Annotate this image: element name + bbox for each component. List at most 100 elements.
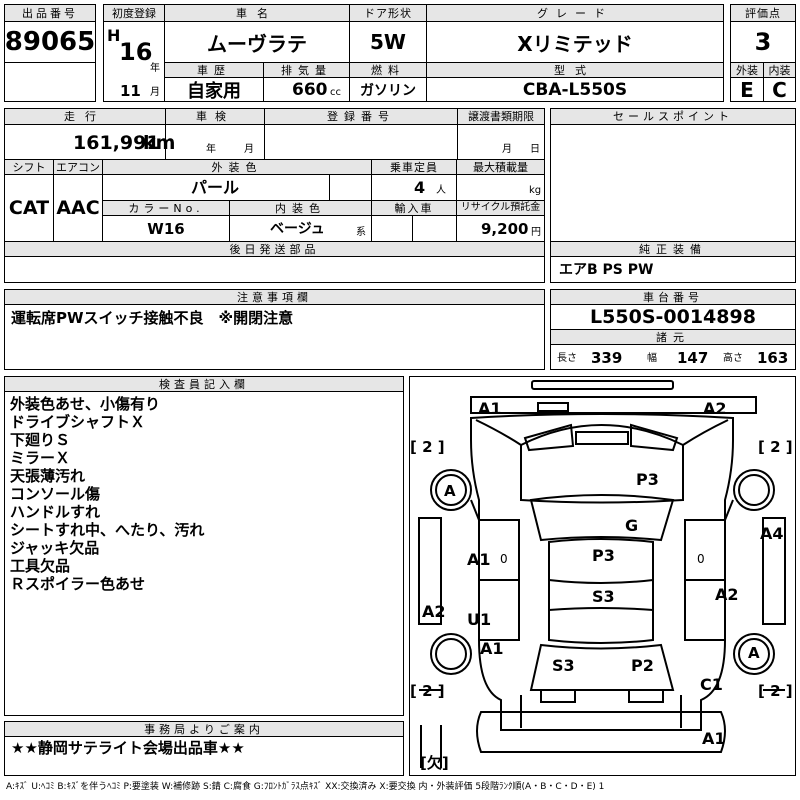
- recycle-header: リサイクル預託金: [456, 200, 545, 216]
- bracket-label: [ 2 ]: [410, 438, 445, 456]
- era: H: [107, 26, 121, 45]
- note-line: 下廻りＳ: [10, 431, 71, 449]
- capacity: 4: [414, 178, 426, 197]
- capacity-box: 4 人: [371, 174, 457, 201]
- history: 自家用: [164, 77, 264, 102]
- caution-box: 運転席PWスイッチ接触不良 ※開閉注意: [4, 304, 545, 370]
- deadline-header: 譲渡書類期限: [457, 108, 545, 125]
- first-reg-header: 初度登録: [103, 4, 165, 22]
- exterior-grade: E: [730, 77, 764, 102]
- damage-label: G: [625, 516, 639, 535]
- legend: A:ｷｽﾞ U:ﾍｺﾐ B:ｷｽﾞを伴うﾍｺﾐ P:要塗装 W:補修跡 S:錆 …: [6, 782, 605, 792]
- import-box-1: [371, 215, 413, 242]
- note-line: Ｒスポイラー色あせ: [10, 575, 146, 593]
- int-color-box: ベージュ 系: [229, 215, 372, 242]
- bracket-label: [欠]: [420, 754, 449, 772]
- sales-point-box: [550, 124, 796, 242]
- recycle-box: 9,200 円: [456, 215, 545, 242]
- ext-color-box: パール: [102, 174, 330, 201]
- max-load-header: 最大積載量: [456, 159, 545, 175]
- shift-header: シフト: [4, 159, 54, 175]
- month-unit: 月: [150, 87, 160, 98]
- caution-text: 運転席PWスイッチ接触不良 ※開閉注意: [11, 309, 294, 327]
- mileage-unit: km: [143, 132, 176, 154]
- damage-label: P3: [636, 470, 659, 489]
- office-header: 事務局よりご案内: [4, 721, 404, 737]
- caution-header: 注意事項欄: [4, 289, 545, 305]
- inspection-box: 年 月: [165, 124, 265, 160]
- int-color-header: 内装色: [229, 200, 372, 216]
- damage-label: A1: [478, 399, 502, 418]
- note-line: ジャッキ欠品: [10, 539, 100, 557]
- reg-no-header: 登録番号: [264, 108, 458, 125]
- height-label: 高さ: [723, 353, 743, 364]
- dimensions-header: 諸元: [550, 329, 796, 345]
- inspector-notes: 外装色あせ、小傷有り ドライブシャフトＸ 下廻りＳ ミラーＸ 天張薄汚れ コンソ…: [4, 391, 404, 716]
- deadline-box: 月 日: [457, 124, 545, 160]
- genuine-equipment: エアB PS PW: [559, 262, 654, 278]
- note-line: ミラーＸ: [10, 449, 71, 467]
- int-color: ベージュ: [270, 221, 325, 237]
- import-box-2: [412, 215, 457, 242]
- aircon: AAC: [53, 174, 103, 242]
- width-label: 幅: [647, 353, 657, 364]
- later-parts-box: [4, 256, 545, 283]
- door-header: ドア形状: [349, 4, 427, 22]
- note-line: 工具欠品: [10, 557, 71, 575]
- mileage-header: 走行: [4, 108, 166, 125]
- capacity-header: 乗車定員: [371, 159, 457, 175]
- note-line: シートすれ中、へたり、汚れ: [10, 521, 205, 539]
- ext-color-blank: [329, 174, 372, 201]
- displacement-header: 排気量: [263, 62, 350, 78]
- color-no: W16: [102, 215, 230, 242]
- sales-point-header: セールスポイント: [550, 108, 796, 125]
- mileage: 161,991: [73, 132, 160, 154]
- door-type: 5W: [349, 21, 427, 63]
- genuine-box: エアB PS PW: [550, 256, 796, 283]
- damage-label: A4: [760, 524, 784, 543]
- displacement-box: 660 cc: [263, 77, 350, 102]
- inspection-header: 車検: [165, 108, 265, 125]
- ext-color-header: 外装色: [102, 159, 372, 175]
- damage-diagram: [409, 376, 796, 776]
- displacement: 660: [292, 80, 328, 100]
- note-line: 天張薄汚れ: [10, 467, 86, 485]
- model: CBA-L550S: [426, 77, 724, 102]
- max-load-box: kg: [456, 174, 545, 201]
- grade-header: グレード: [426, 4, 724, 22]
- lot-no-blank: [4, 62, 96, 102]
- shift: CAT: [4, 174, 54, 242]
- exterior-header: 外装: [730, 62, 764, 78]
- damage-label: S3: [552, 656, 575, 675]
- bracket-label: [ 2 ]: [758, 682, 793, 700]
- first-reg-box: H 16 年 11 月: [103, 21, 165, 102]
- lot-no: 89065: [4, 21, 96, 63]
- recycle-unit: 円: [531, 227, 541, 238]
- reg-month: 11: [120, 82, 141, 100]
- chassis-header: 車台番号: [550, 289, 796, 305]
- note-line: ドライブシャフトＸ: [10, 413, 146, 431]
- deadline-day: 日: [530, 144, 540, 155]
- year-unit: 年: [150, 63, 160, 74]
- inspection-year-unit: 年: [206, 144, 216, 155]
- office-box: ★★静岡サテライト会場出品車★★: [4, 736, 404, 776]
- damage-label: A1: [467, 550, 491, 569]
- length-label: 長さ: [557, 353, 577, 364]
- damage-label: A: [444, 482, 456, 500]
- note-line: 外装色あせ、小傷有り: [10, 395, 161, 413]
- note-line: コンソール傷: [10, 485, 101, 503]
- fuel: ガソリン: [349, 77, 427, 102]
- model-header: 型式: [426, 62, 724, 78]
- mileage-box: 161,991 km: [4, 124, 175, 160]
- bracket-label: [ 2 ]: [758, 438, 793, 456]
- ext-color: パール: [191, 178, 240, 197]
- score-header: 評価点: [730, 4, 796, 22]
- car-name: ムーヴラテ: [164, 21, 350, 63]
- damage-label: A1: [702, 729, 726, 748]
- damage-label: A2: [422, 602, 446, 621]
- lot-no-header: 出品番号: [4, 4, 96, 22]
- reg-no-box: [264, 124, 458, 160]
- interior-header: 内装: [763, 62, 796, 78]
- later-parts-header: 後日発送部品: [4, 241, 545, 257]
- damage-label: P2: [631, 656, 654, 675]
